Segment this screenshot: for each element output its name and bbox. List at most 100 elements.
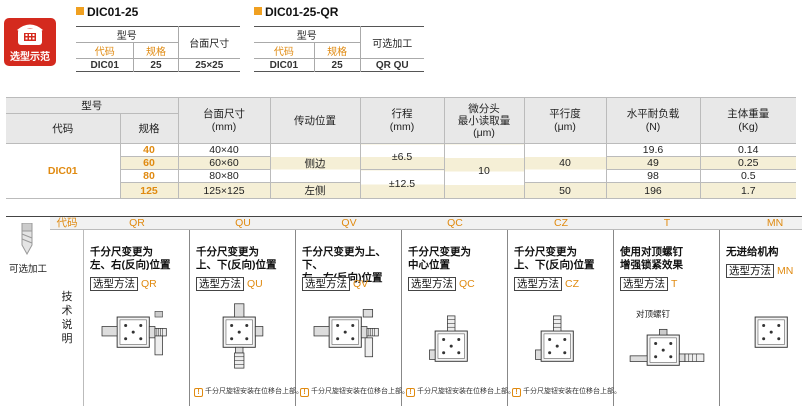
bullet-square-icon <box>76 7 84 15</box>
drive-side: 侧边 <box>269 143 361 183</box>
method-tag: 选型方法 <box>302 277 350 291</box>
method-code: QV <box>353 278 369 290</box>
stage-diagram-qc <box>429 315 468 362</box>
row-spec: 60 <box>120 156 179 170</box>
stage-diagram-qv <box>313 309 379 358</box>
warning-icon: ! <box>512 388 521 397</box>
row-load: 98 <box>605 169 701 183</box>
option-code-header-qu: QU <box>190 216 296 230</box>
row-load: 49 <box>605 156 701 170</box>
option-desc: 千分尺变更为上、下(反向)位置 <box>514 246 595 272</box>
row-size: 80×80 <box>177 169 271 183</box>
row-size: 60×60 <box>177 156 271 170</box>
row-weight: 1.7 <box>699 182 796 199</box>
t2-spec: 25 <box>313 58 361 72</box>
t2-option: QR QU <box>359 58 424 72</box>
telephone-icon <box>17 24 43 45</box>
row-weight: 0.14 <box>699 143 796 157</box>
h-spec: 规格 <box>119 113 178 144</box>
note-text: 千分尺旋钮安装在位移台上部。 <box>417 388 515 395</box>
tech-label: 技术说明 <box>61 291 73 345</box>
option-note: !千分尺旋钮安装在位移台上部。 <box>512 386 621 397</box>
drill-bit-icon <box>21 223 33 255</box>
method-code: QR <box>141 278 157 290</box>
stage-diagram-qu <box>222 303 264 369</box>
h-parallel: 平行度 (μm) <box>523 97 607 144</box>
row-load: 196 <box>605 182 701 199</box>
row-weight: 0.5 <box>699 169 796 183</box>
option-note: !千分尺旋钮安装在位移台上部。 <box>194 386 303 397</box>
t2-h-model: 型号 <box>254 26 361 43</box>
row-load: 19.6 <box>605 143 701 157</box>
h-weight: 主体重量 (Kg) <box>699 97 796 144</box>
option-code-header-t: T <box>614 216 720 230</box>
h-table-size: 台面尺寸 (mm) <box>177 97 271 144</box>
option-code-header-mn: MN <box>720 216 802 230</box>
micro-value: 10 <box>443 143 525 199</box>
warning-icon: ! <box>406 388 415 397</box>
t2-h-option: 可选加工 <box>359 26 424 59</box>
method-tag: 选型方法 <box>90 277 138 291</box>
option-desc-line1: 使用对顶螺钉 <box>620 246 683 258</box>
method-tag: 选型方法 <box>620 277 668 291</box>
option-code-header-qc: QC <box>402 216 508 230</box>
option-desc-line2: 增强锁紧效果 <box>620 259 683 271</box>
h-code: 代码 <box>6 113 121 144</box>
option-desc: 千分尺变更为中心位置 <box>408 246 471 272</box>
h-drive: 传动位置 <box>269 97 361 144</box>
warning-icon: ! <box>300 388 309 397</box>
spec-table: 型号 台面尺寸 (mm) 传动位置 行程 (mm) 微分头 最小读取量 (μm)… <box>6 97 796 199</box>
bullet-square-icon <box>254 7 262 15</box>
option-desc-line1: 无进给机构 <box>726 246 779 258</box>
method-code: QC <box>459 278 475 290</box>
row-spec: 80 <box>120 169 179 183</box>
method-tag: 选型方法 <box>726 264 774 278</box>
option-desc-line2: 中心位置 <box>408 259 450 271</box>
method-tag: 选型方法 <box>514 277 562 291</box>
stroke-b: ±12.5 <box>359 169 445 199</box>
option-desc: 千分尺变更为左、右(反向)位置 <box>90 246 171 272</box>
row-weight: 0.25 <box>699 156 796 170</box>
option-note: !千分尺旋钮安装在位移台上部。 <box>300 386 409 397</box>
row-size: 40×40 <box>177 143 271 157</box>
option-desc-line2: 左、右(反向)位置 <box>90 259 171 271</box>
option-desc-line2: 上、下(反向)位置 <box>196 259 277 271</box>
method-code: MN <box>777 265 794 277</box>
option-desc-line1: 千分尺变更为 <box>90 246 153 258</box>
option-desc-line1: 千分尺变更为 <box>514 246 577 258</box>
stage-diagram-cz <box>535 315 574 362</box>
note-text: 千分尺旋钮安装在位移台上部。 <box>205 388 303 395</box>
stroke-a: ±6.5 <box>359 143 445 170</box>
h-stroke: 行程 (mm) <box>359 97 445 144</box>
t2-code: DIC01 <box>254 58 315 72</box>
option-side: 可选加工 <box>6 216 50 406</box>
method-code: CZ <box>565 278 579 290</box>
stage-diagram-qr <box>101 311 167 356</box>
option-desc-line1: 千分尺变更为 <box>196 246 259 258</box>
t1-h-size: 台面尺寸 <box>177 26 240 59</box>
option-desc-line1: 千分尺变更为上、下、 <box>302 246 386 271</box>
option-desc: 无进给机构 <box>726 246 779 259</box>
option-code-header: 代码 <box>50 216 84 230</box>
method-code: T <box>671 278 678 290</box>
option-desc: 千分尺变更为上、下(反向)位置 <box>196 246 277 272</box>
h-micro: 微分头 最小读取量 (μm) <box>443 97 525 144</box>
warning-icon: ! <box>194 388 203 397</box>
option-code-header-cz: CZ <box>508 216 614 230</box>
table2-title: DIC01-25-QR <box>254 5 338 19</box>
t1-h-spec: 规格 <box>133 42 178 59</box>
option-side-label: 可选加工 <box>8 264 47 275</box>
method-code: QU <box>247 278 263 290</box>
main-code: DIC01 <box>6 143 121 199</box>
t1-spec: 25 <box>133 58 179 72</box>
screw-label: 对顶螺钉 <box>636 309 671 319</box>
